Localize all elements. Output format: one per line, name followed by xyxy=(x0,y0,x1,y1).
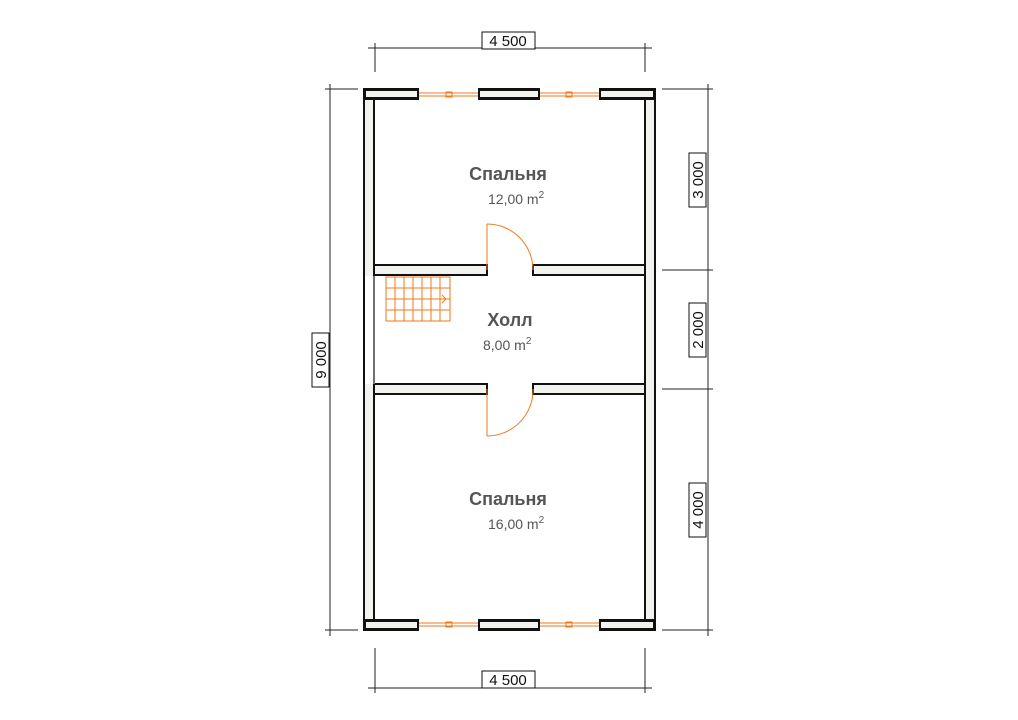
dim-label-left: 9 000 xyxy=(311,332,330,388)
staircase xyxy=(385,276,451,322)
partition-top-right xyxy=(532,264,646,276)
room-name-bedroom-top: Спальня xyxy=(469,164,547,184)
dim-label-seg-2: 2 000 xyxy=(688,302,707,358)
partition-bottom-right xyxy=(532,383,646,395)
window-bottom-left xyxy=(419,621,478,628)
window-top-right xyxy=(540,91,599,98)
doors xyxy=(486,223,534,437)
room-name-hall: Холл xyxy=(487,310,532,330)
svg-text:4 500: 4 500 xyxy=(489,672,527,689)
wall-stub-inner xyxy=(480,622,538,628)
dim-label-bottom: 4 500 xyxy=(481,670,536,689)
svg-text:4 000: 4 000 xyxy=(690,491,707,529)
wall-stub-inner xyxy=(480,91,538,97)
door-top xyxy=(486,223,534,271)
room-area-bedroom-top: 12,00 m2 xyxy=(488,190,545,207)
room-area-bedroom-bottom: 16,00 m2 xyxy=(488,515,545,532)
partition-top-left xyxy=(373,264,488,276)
dim-label-seg-3: 4 000 xyxy=(688,482,707,538)
door-bottom xyxy=(486,388,534,437)
window-opening-top-right xyxy=(540,88,599,100)
wall-stub-inner xyxy=(601,91,653,97)
room-labels: Спальня 12,00 m2 Холл 8,00 m2 Спальня 16… xyxy=(469,164,547,532)
wall-stub-inner xyxy=(601,622,653,628)
dimension-labels: 4 500 4 500 9 000 3 000 2 000 4 000 xyxy=(311,31,707,689)
window-top-left xyxy=(419,91,478,98)
window-opening-bottom-left xyxy=(419,619,478,631)
windows xyxy=(419,91,599,628)
window-opening-top-left xyxy=(419,88,478,100)
window-opening-bottom-right xyxy=(540,619,599,631)
dim-label-seg-1: 3 000 xyxy=(688,152,707,208)
dim-label-top: 4 500 xyxy=(481,31,536,50)
room-name-bedroom-bottom: Спальня xyxy=(469,489,547,509)
partition-bottom-left xyxy=(373,383,488,395)
openings xyxy=(363,88,655,631)
room-area-hall: 8,00 m2 xyxy=(483,336,532,353)
svg-text:3 000: 3 000 xyxy=(690,161,707,199)
door-opening-left xyxy=(363,276,375,384)
svg-text:2 000: 2 000 xyxy=(690,311,707,349)
window-bottom-right xyxy=(540,621,599,628)
wall-stub-inner xyxy=(366,622,417,628)
wall-stub-inner xyxy=(366,91,417,97)
svg-text:9 000: 9 000 xyxy=(313,341,330,379)
svg-text:4 500: 4 500 xyxy=(489,33,527,50)
